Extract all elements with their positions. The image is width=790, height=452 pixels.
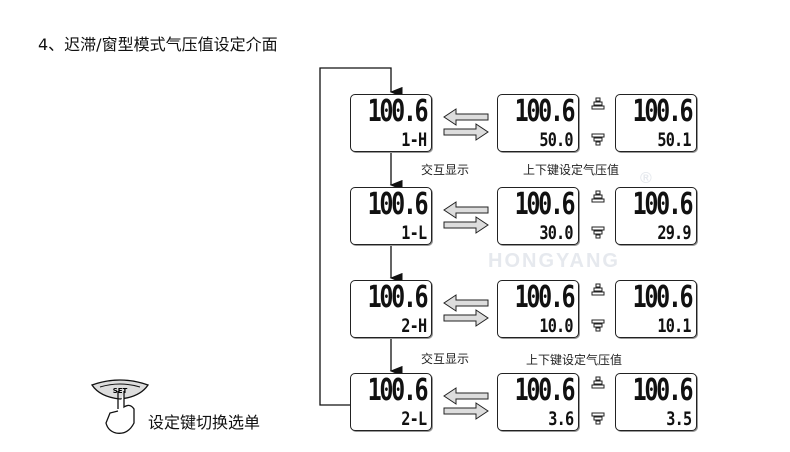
lcd-param: 50.0 bbox=[539, 129, 574, 151]
page-title: 4、迟滞/窗型模式气压值设定介面 bbox=[38, 35, 278, 54]
label-interactive: 交互显示 bbox=[421, 352, 470, 366]
lcd-value: 100.6 bbox=[514, 373, 575, 408]
loop-line bbox=[319, 67, 403, 406]
down-key-icon bbox=[591, 133, 605, 146]
lcd-param: 10.0 bbox=[539, 315, 574, 337]
hand-press-icon: SET bbox=[90, 379, 150, 434]
label-updown: 上下键设定气压值 bbox=[523, 163, 620, 177]
label-updown: 上下键设定气压值 bbox=[526, 353, 623, 367]
up-key-icon bbox=[591, 97, 605, 110]
lcd-value: 100.6 bbox=[514, 280, 575, 315]
down-key-icon bbox=[591, 226, 605, 239]
lcd-param: 29.9 bbox=[657, 222, 692, 244]
lcd-param: 1-H bbox=[400, 129, 427, 151]
set-key-label: 设定键切换选单 bbox=[148, 413, 261, 432]
watermark-text: HONGYANG bbox=[488, 250, 620, 272]
label-interactive: 交互显示 bbox=[421, 163, 470, 177]
lcd-value: 100.6 bbox=[514, 187, 575, 222]
up-key-icon bbox=[591, 376, 605, 389]
lcd-value: 100.6 bbox=[632, 280, 693, 315]
lcd-value: 100.6 bbox=[367, 280, 428, 315]
down-key-icon bbox=[591, 412, 605, 425]
lcd-param: 50.1 bbox=[657, 129, 692, 151]
lcd-param: 2-L bbox=[400, 408, 427, 430]
lcd-value: 100.6 bbox=[367, 94, 428, 129]
set-key-text: SET bbox=[113, 387, 128, 395]
double-arrow-icon bbox=[443, 387, 489, 420]
lcd-param: 30.0 bbox=[539, 222, 574, 244]
lcd-param: 3.6 bbox=[547, 408, 574, 430]
lcd-value: 100.6 bbox=[632, 373, 693, 408]
double-arrow-icon bbox=[443, 294, 489, 327]
lcd-value: 100.6 bbox=[367, 373, 428, 408]
up-key-icon bbox=[591, 283, 605, 296]
lcd-param: 1-L bbox=[400, 222, 427, 244]
lcd-value: 100.6 bbox=[632, 94, 693, 129]
lcd-value: 100.6 bbox=[514, 94, 575, 129]
down-key-icon bbox=[591, 319, 605, 332]
up-key-icon bbox=[591, 190, 605, 203]
lcd-param: 10.1 bbox=[657, 315, 692, 337]
lcd-value: 100.6 bbox=[632, 187, 693, 222]
lcd-value: 100.6 bbox=[367, 187, 428, 222]
double-arrow-icon bbox=[443, 201, 489, 234]
double-arrow-icon bbox=[443, 108, 489, 141]
lcd-param: 2-H bbox=[400, 315, 427, 337]
watermark-mark: ® bbox=[640, 170, 652, 187]
lcd-param: 3.5 bbox=[665, 408, 692, 430]
